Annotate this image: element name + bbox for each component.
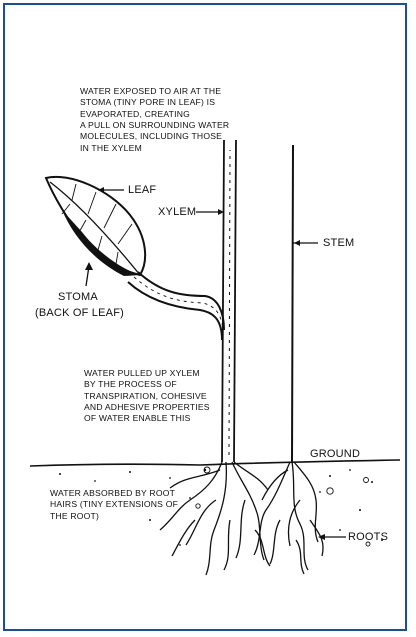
middle-note-line: TRANSPIRATION, COHESIVE: [84, 391, 210, 402]
bottom-note: WATER ABSORBED BY ROOT HAIRS (TINY EXTEN…: [50, 488, 178, 522]
stem-line: [292, 145, 293, 462]
xylem-stem-right: [234, 140, 236, 462]
petiole-inner: [128, 282, 222, 340]
label-xylem: XYLEM: [158, 205, 196, 220]
roots-right: [254, 462, 323, 574]
middle-note-line: WATER PULLED UP XYLEM: [84, 368, 210, 379]
bottom-note-line: WATER ABSORBED BY ROOT: [50, 488, 178, 499]
label-stoma-sub: (BACK OF LEAF): [35, 306, 124, 321]
top-note-line: STOMA (TINY PORE IN LEAF) IS: [80, 97, 229, 108]
top-note-line: WATER EXPOSED TO AIR AT THE: [80, 86, 229, 97]
label-ground: GROUND: [310, 447, 360, 462]
petiole: [138, 272, 224, 330]
middle-note-line: BY THE PROCESS OF: [84, 379, 210, 390]
middle-note: WATER PULLED UP XYLEM BY THE PROCESS OF …: [84, 368, 210, 425]
petiole-dashes: [134, 277, 223, 334]
middle-note-line: AND ADHESIVE PROPERTIES: [84, 402, 210, 413]
label-roots: ROOTS: [348, 530, 388, 545]
xylem-dashes: [229, 150, 230, 455]
top-note-line: EVAPORATED, CREATING: [80, 109, 229, 120]
top-note-line: A PULL ON SURROUNDING WATER: [80, 120, 229, 131]
top-note-line: MOLECULES, INCLUDING THOSE: [80, 131, 229, 142]
middle-note-line: OF WATER ENABLE THIS: [84, 413, 210, 424]
top-note-line: IN THE XYLEM: [80, 143, 229, 154]
label-leaf: LEAF: [128, 183, 156, 198]
bottom-note-line: HAIRS (TINY EXTENSIONS OF: [50, 499, 178, 510]
xylem-stem-left: [222, 140, 224, 462]
top-note: WATER EXPOSED TO AIR AT THE STOMA (TINY …: [80, 86, 229, 154]
label-stem: STEM: [323, 236, 354, 251]
bottom-note-line: THE ROOT): [50, 511, 178, 522]
label-stoma: STOMA: [58, 290, 98, 305]
